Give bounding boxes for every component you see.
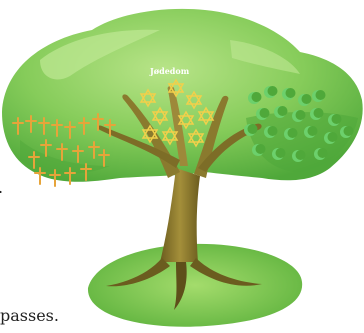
star-of-david-icon (139, 88, 157, 108)
crescent-star-icon (292, 150, 306, 162)
cross-icon (56, 143, 68, 161)
crescent-star-icon (274, 106, 288, 118)
star-of-david-icon (167, 78, 185, 98)
cross-icon (25, 115, 37, 133)
cross-icon (40, 139, 52, 157)
star-of-david-icon (177, 110, 195, 130)
crescent-star-icon (264, 126, 278, 138)
christianity-label: Kristendom (38, 190, 91, 200)
crescent-star-icon (328, 114, 342, 126)
star-of-david-icon (197, 106, 215, 126)
crescent-star-icon (304, 126, 318, 138)
cross-icon (64, 121, 76, 139)
cross-icon (38, 117, 50, 135)
crescent-star-icon (284, 128, 298, 140)
ground-mound (87, 243, 303, 327)
text-fragment-top: . (0, 178, 3, 197)
crescent-star-icon (252, 144, 266, 156)
cross-icon (78, 117, 90, 135)
cross-icon (98, 149, 110, 167)
cross-icon (92, 113, 104, 131)
judaism-symbols (139, 78, 215, 148)
star-of-david-icon (151, 106, 169, 126)
crescent-star-icon (282, 88, 296, 100)
cross-icon (72, 145, 84, 163)
crescent-star-icon (272, 148, 286, 160)
text-fragment-bottom: passes. (0, 306, 59, 325)
crescent-star-icon (340, 126, 354, 138)
cross-icon (88, 141, 100, 159)
islam-symbols (244, 86, 354, 162)
crescent-star-icon (256, 108, 270, 120)
cross-icon (12, 117, 24, 135)
islam-label: Islam (282, 182, 307, 192)
crescent-star-icon (312, 90, 326, 102)
crescent-star-icon (292, 110, 306, 122)
cross-icon (64, 167, 76, 185)
crescent-star-icon (310, 108, 324, 120)
cross-icon (104, 119, 116, 137)
star-of-david-icon (141, 124, 159, 144)
crescent-star-icon (298, 94, 312, 106)
cross-icon (80, 163, 92, 181)
crescent-star-icon (324, 132, 338, 144)
star-of-david-icon (185, 90, 203, 110)
star-of-david-icon (161, 126, 179, 146)
cross-icon (49, 169, 61, 187)
star-of-david-icon (187, 128, 205, 148)
tree-trunk (97, 85, 262, 310)
cross-icon (34, 167, 46, 185)
crescent-star-icon (248, 92, 262, 104)
cross-icon (28, 151, 40, 169)
cross-icon (51, 119, 63, 137)
crescent-star-icon (264, 86, 278, 98)
judaism-label: Jødedom (150, 66, 190, 76)
tree-canopy (2, 8, 363, 182)
christianity-symbols (12, 113, 116, 187)
crescent-star-icon (314, 148, 328, 160)
crescent-star-icon (244, 124, 258, 136)
